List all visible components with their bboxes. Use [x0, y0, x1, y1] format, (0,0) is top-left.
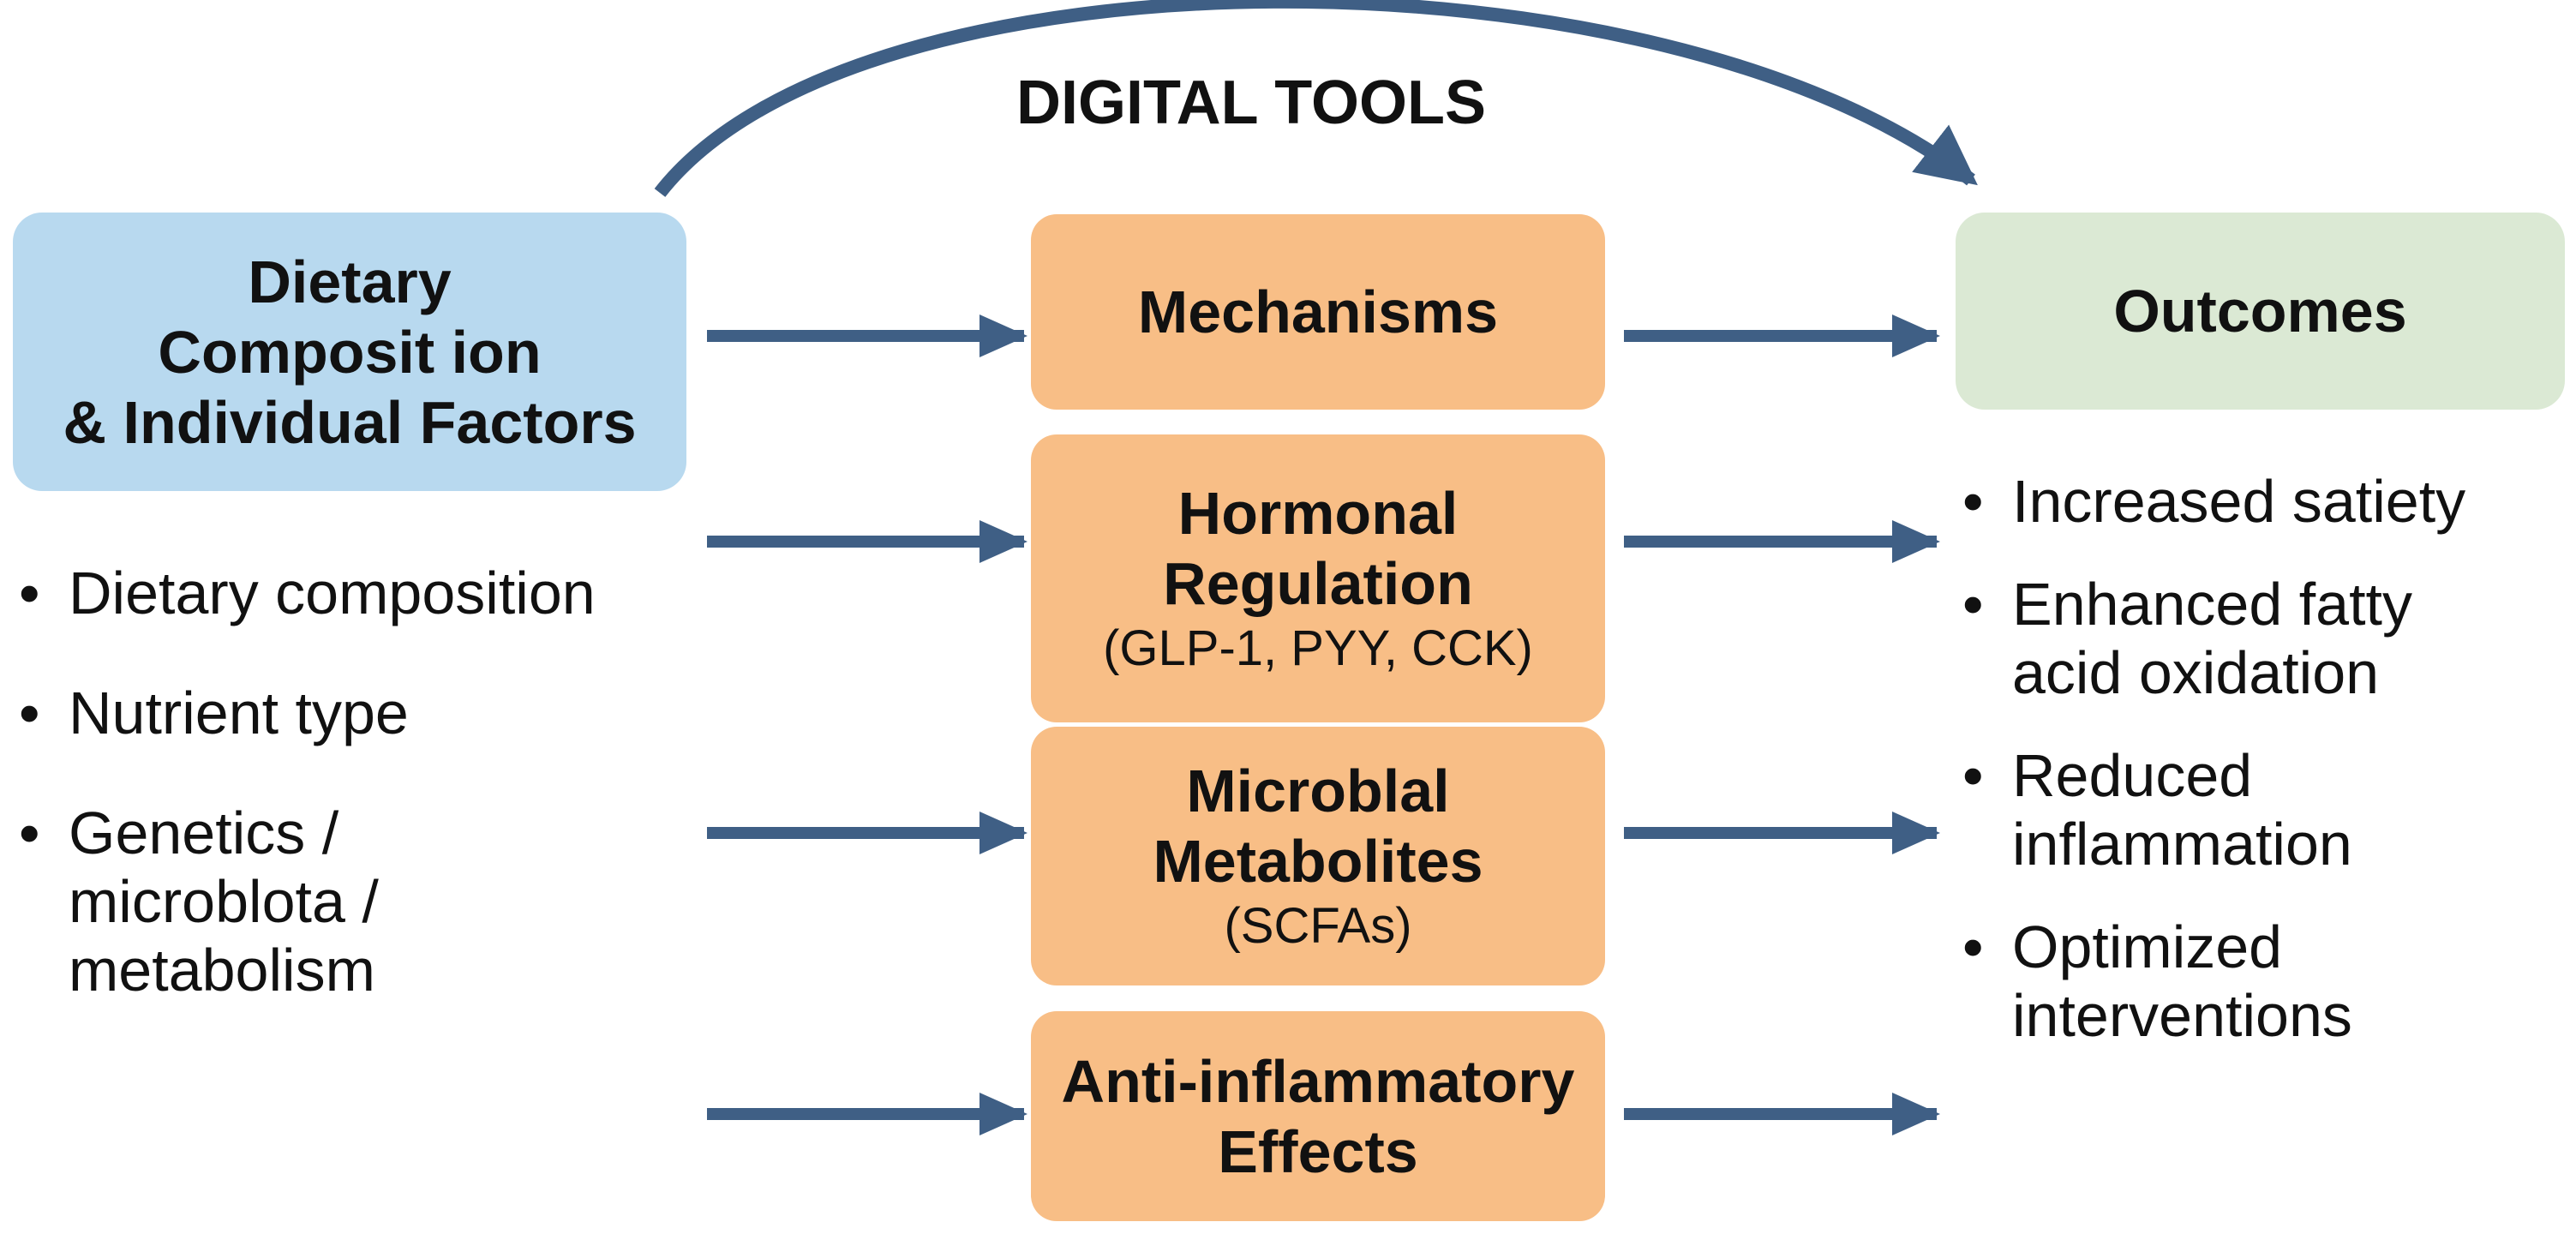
input-box-line-3: & Individual Factors — [63, 388, 637, 456]
microbial-title-line-2: Metabolites — [1153, 828, 1483, 895]
anti-inflammatory-box: Anti-inflammatory Effects — [1031, 1011, 1605, 1221]
digital-tools-label: DIGITAL TOOLS — [1015, 69, 1486, 137]
list-item: Nutrient type — [19, 679, 696, 747]
list-item: Genetics / microblota / metabolism — [19, 799, 696, 1004]
list-item: Enhanced fatty acid oxidation — [1962, 570, 2571, 707]
digital-tools-arc-arrow — [654, 0, 1978, 197]
mechanisms-title: Mechanisms — [1137, 279, 1499, 345]
outcome-list: Increased satiety Enhanced fatty acid ox… — [1962, 467, 2571, 1050]
list-item: Increased satiety — [1962, 467, 2571, 536]
hormonal-title-line-2: Regulation — [1163, 550, 1473, 617]
mechanism-to-outcome-arrows — [1624, 314, 1940, 1135]
input-to-mechanism-arrows — [707, 314, 1027, 1135]
anti-inflammatory-title-line-2: Effects — [1218, 1117, 1418, 1185]
mechanisms-box: Mechanisms — [1031, 214, 1605, 410]
input-factor-list: Dietary composition Nutrient type Geneti… — [19, 559, 696, 1004]
microbial-subtitle: (SCFAs) — [1224, 898, 1412, 954]
microbial-metabolites-box: Microblal Metabolites (SCFAs) — [1031, 727, 1605, 985]
input-box-line-1: Dietary — [248, 248, 452, 315]
input-factors-box: Dietary Composit ion & Individual Factor… — [13, 213, 686, 491]
input-box-line-2: Composit ion — [158, 318, 542, 386]
anti-inflammatory-title-line-1: Anti-inflammatory — [1061, 1047, 1575, 1115]
list-item: Reduced inflammation — [1962, 741, 2571, 878]
hormonal-subtitle: (GLP-1, PYY, CCK) — [1103, 620, 1533, 676]
microbial-title-line-1: Microblal — [1186, 758, 1450, 824]
outcomes-title: Outcomes — [2113, 278, 2407, 344]
outcomes-box: Outcomes — [1956, 213, 2565, 410]
hormonal-title-line-1: Hormonal — [1177, 480, 1459, 547]
hormonal-regulation-box: Hormonal Regulation (GLP-1, PYY, CCK) — [1031, 434, 1605, 722]
list-item: Dietary composition — [19, 559, 696, 627]
list-item: Optimized interventions — [1962, 913, 2571, 1050]
